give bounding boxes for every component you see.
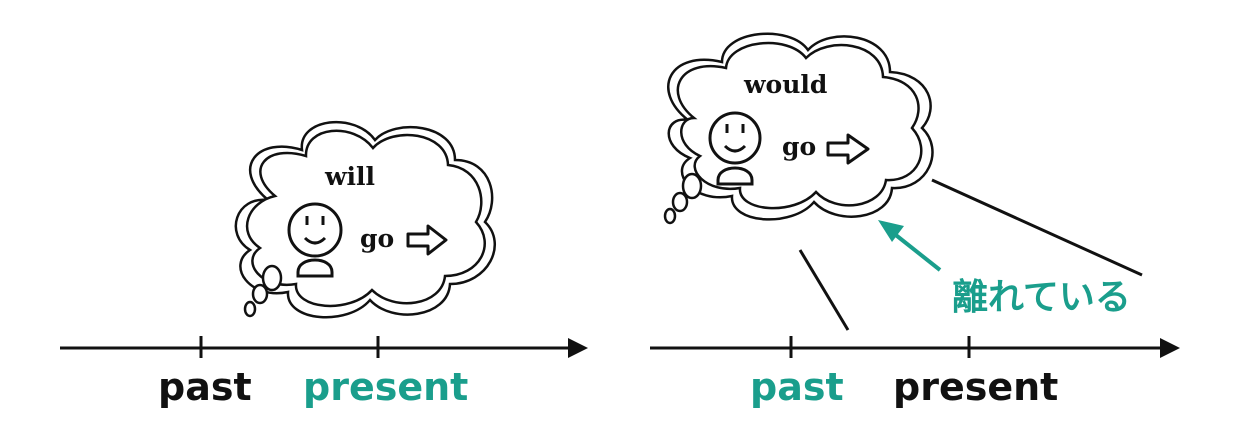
- outline-arrow-icon: [406, 224, 448, 256]
- right-timeline: [650, 336, 1180, 358]
- left-panel: [60, 120, 588, 358]
- outline-arrow-icon: [826, 133, 870, 165]
- distance-cone: [798, 178, 1143, 331]
- left-verb-label: go: [360, 224, 395, 253]
- right-present-label: present: [893, 365, 1059, 409]
- right-modal-label: would: [744, 70, 828, 99]
- left-present-label: present: [303, 365, 469, 409]
- left-modal-label: will: [325, 162, 376, 191]
- left-past-label: past: [158, 365, 252, 409]
- thought-bubble-icon: [234, 120, 496, 319]
- smiley-person-icon: [287, 202, 343, 278]
- smiley-person-icon: [708, 111, 762, 186]
- thought-bubble-icon: [663, 32, 934, 225]
- right-verb-label: go: [782, 132, 817, 161]
- right-past-label: past: [750, 365, 844, 409]
- left-timeline: [60, 336, 588, 358]
- distance-arrow-icon: [878, 220, 942, 272]
- right-panel: [650, 32, 1180, 358]
- distance-label: 離れている: [952, 277, 1131, 318]
